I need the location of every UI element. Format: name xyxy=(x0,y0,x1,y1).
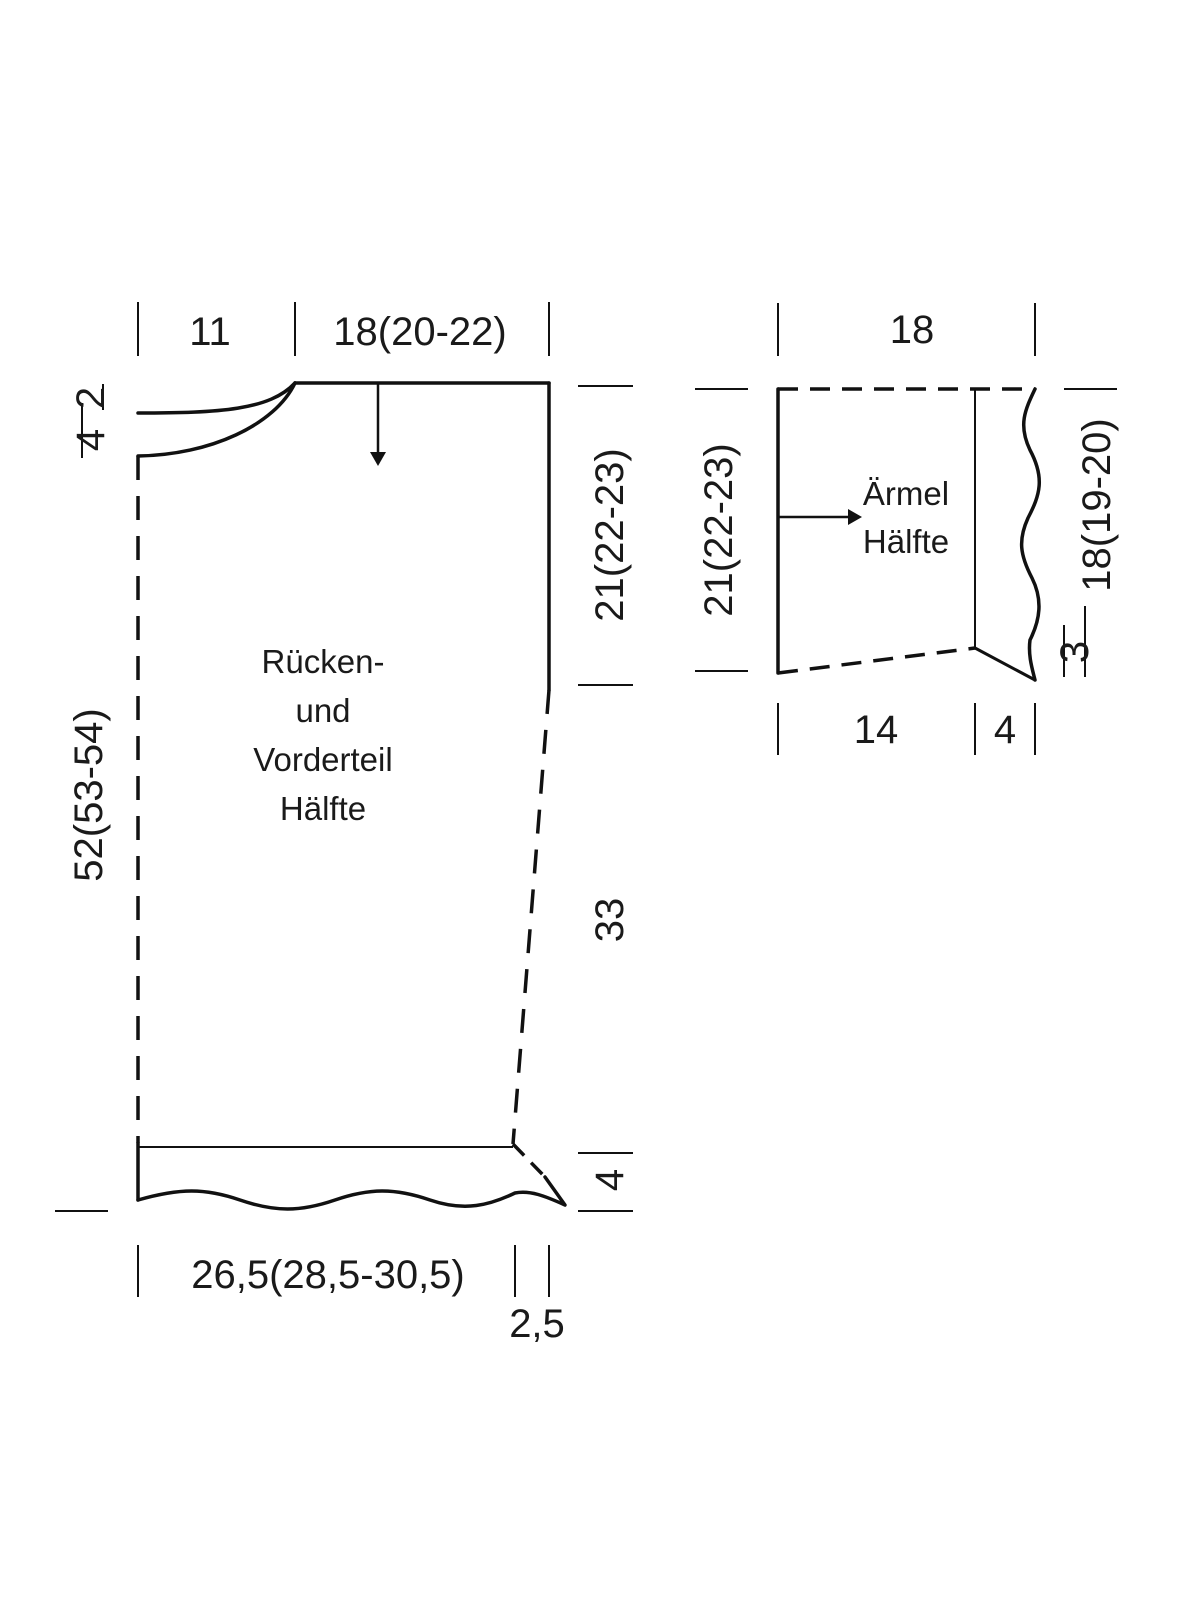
sleeve-wavy-edge xyxy=(1019,387,1042,682)
sleeve-piece-label-line2: Hälfte xyxy=(863,523,949,560)
dim-armhole-height: 21(22-23) xyxy=(588,448,632,621)
sleeve-dim-height: 21(22-23) xyxy=(697,443,741,616)
body-dimension-ticks xyxy=(55,302,633,1297)
sleeve-dim-cuff-length: 18(19-20) xyxy=(1075,418,1119,591)
knit-direction-arrow-head xyxy=(370,452,386,466)
dim-side-length: 33 xyxy=(588,898,632,943)
dim-total-length: 52(53-54) xyxy=(67,708,111,881)
body-piece-label-line3: Vorderteil xyxy=(253,741,392,778)
back-neckline xyxy=(136,381,297,415)
sleeve-dim-cuff-offset: 3 xyxy=(1053,641,1097,663)
dim-neck-depth-front: 4 xyxy=(69,429,113,451)
sleeve-dimension-ticks xyxy=(695,303,1117,755)
sleeve-bottom-seam xyxy=(777,646,976,675)
sleeve-arrow-head xyxy=(848,509,862,525)
body-piece-label-line4: Hälfte xyxy=(280,790,366,827)
side-seam-line xyxy=(511,689,551,1145)
dim-neck-depth-back: 2 xyxy=(69,387,113,409)
wavy-hem-edge xyxy=(136,1175,567,1211)
front-neckline xyxy=(136,381,297,458)
sleeve-piece-outline xyxy=(776,387,1042,682)
hem-flare-line xyxy=(511,1142,547,1179)
body-piece-label-line2: und xyxy=(295,692,350,729)
dim-bottom-width: 26,5(28,5-30,5) xyxy=(191,1253,465,1297)
body-piece-outline xyxy=(136,381,567,1211)
sleeve-dim-bottom-width: 14 xyxy=(854,708,899,752)
dim-hem-height: 4 xyxy=(588,1169,632,1191)
sleeve-dim-top-width: 18 xyxy=(890,308,935,352)
dim-shoulder-width: 11 xyxy=(189,310,231,354)
sleeve-dim-cuff-width: 4 xyxy=(994,708,1016,752)
sleeve-cuff-corner xyxy=(973,646,1037,682)
sleeve-piece-label-line1: Ärmel xyxy=(863,475,949,512)
dim-neck-width: 18(20-22) xyxy=(333,310,506,354)
body-piece-label-line1: Rücken- xyxy=(262,643,385,680)
dim-hem-flare: 2,5 xyxy=(509,1302,565,1346)
